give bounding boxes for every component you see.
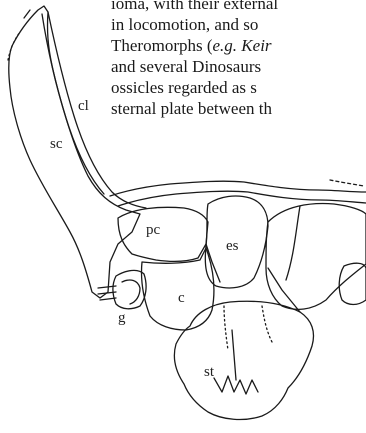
clavicle-outline bbox=[48, 12, 146, 208]
sternum-outline bbox=[174, 301, 313, 419]
label-g: g bbox=[118, 310, 126, 326]
coracoid-outline bbox=[141, 248, 214, 330]
clavicle-arch bbox=[110, 181, 366, 196]
label-es: es bbox=[226, 238, 239, 254]
scapula-crack-2 bbox=[24, 10, 30, 18]
arch-dash bbox=[330, 180, 364, 186]
right-glenoid-outline bbox=[339, 263, 366, 304]
procoracoid-outline bbox=[118, 207, 208, 261]
label-st: st bbox=[204, 364, 215, 380]
sternum-midline bbox=[232, 330, 236, 380]
right-ridge bbox=[286, 206, 300, 280]
glenoid-inner bbox=[122, 280, 140, 304]
label-c: c bbox=[178, 290, 185, 306]
right-coracoid-outline bbox=[266, 204, 366, 310]
scapula-outline bbox=[9, 6, 140, 298]
label-cl: cl bbox=[78, 98, 89, 114]
label-sc: sc bbox=[50, 136, 63, 152]
label-pc: pc bbox=[146, 222, 161, 238]
sternum-dotted bbox=[224, 306, 272, 350]
